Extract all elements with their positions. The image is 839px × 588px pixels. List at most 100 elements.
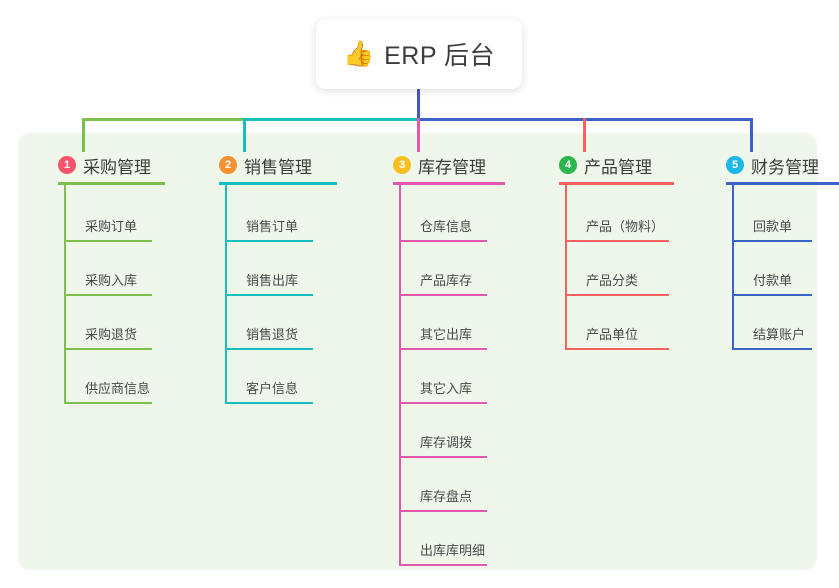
leaf-item[interactable]: 其它出库 — [399, 296, 487, 350]
branch-underline-1 — [58, 182, 165, 185]
leaf-item[interactable]: 采购入库 — [64, 242, 152, 296]
leaf-item-label: 库存盘点 — [420, 489, 473, 504]
leaf-item[interactable]: 产品单位 — [565, 296, 669, 350]
leaf-item[interactable]: 库存调拨 — [399, 404, 487, 458]
leaf-item[interactable]: 产品库存 — [399, 242, 487, 296]
branch-column-2: 2 销售管理销售订单销售出库销售退货客户信息 — [199, 145, 337, 404]
branch-badge-5: 5 — [726, 156, 744, 174]
branch-label-4: 产品管理 — [584, 157, 652, 177]
leaf-item[interactable]: 回款单 — [732, 188, 812, 242]
leaf-item-label: 产品单位 — [586, 327, 639, 342]
leaf-item-label: 销售订单 — [246, 219, 299, 234]
branch-spine-4 — [565, 185, 567, 350]
mindmap-panel — [18, 133, 817, 570]
leaf-item-label: 供应商信息 — [85, 381, 151, 396]
branch-header-5[interactable]: 5 财务管理 — [706, 145, 839, 185]
bus-line-segment-teal — [243, 118, 419, 121]
leaf-item[interactable]: 销售订单 — [225, 188, 313, 242]
root-node-title: ERP 后台 — [384, 42, 496, 70]
leaf-item[interactable]: 供应商信息 — [64, 350, 152, 404]
branch-label-3: 库存管理 — [418, 157, 486, 177]
leaf-item-underline — [399, 564, 487, 566]
leaf-item-label: 采购入库 — [85, 273, 138, 288]
leaf-item-underline — [399, 294, 487, 296]
leaf-item-label: 付款单 — [753, 273, 793, 288]
leaf-item-label: 产品库存 — [420, 273, 473, 288]
branch-spine-5 — [732, 185, 734, 350]
branch-badge-3: 3 — [393, 156, 411, 174]
leaf-item-underline — [565, 294, 669, 296]
branch-drop-5 — [750, 118, 753, 152]
leaf-item-underline — [64, 294, 152, 296]
leaf-item[interactable]: 结算账户 — [732, 296, 812, 350]
leaf-item-underline — [225, 240, 313, 242]
leaf-item-label: 销售出库 — [246, 273, 299, 288]
leaf-item-underline — [225, 402, 313, 404]
branch-spine-3 — [399, 185, 401, 566]
leaf-item-label: 采购退货 — [85, 327, 138, 342]
branch-column-4: 4 产品管理产品（物料） 产品分类产品单位 — [539, 145, 674, 350]
branch-label-5: 财务管理 — [751, 157, 819, 177]
branch-column-3: 3 库存管理仓库信息产品库存其它出库其它入库库存调拨库存盘点出库库明细 — [373, 145, 505, 566]
leaf-item-underline — [225, 348, 313, 350]
leaf-item-underline — [64, 348, 152, 350]
leaf-item-label: 库存调拨 — [420, 435, 473, 450]
branch-drop-3 — [417, 118, 420, 152]
leaf-item[interactable]: 仓库信息 — [399, 188, 487, 242]
branch-column-5: 5 财务管理回款单付款单结算账户 — [706, 145, 839, 350]
leaf-item-label: 客户信息 — [246, 381, 299, 396]
branch-header-1[interactable]: 1 采购管理 — [38, 145, 185, 185]
branch-underline-2 — [219, 182, 337, 185]
leaf-item-underline — [732, 240, 812, 242]
branch-label-1: 采购管理 — [83, 157, 151, 177]
leaf-item-underline — [732, 294, 812, 296]
branch-header-3[interactable]: 3 库存管理 — [373, 145, 525, 185]
root-stem-line — [417, 89, 420, 119]
leaf-item-underline — [64, 402, 152, 404]
branch-label-2: 销售管理 — [244, 157, 312, 177]
branch-header-4[interactable]: 4 产品管理 — [539, 145, 694, 185]
bus-line-segment-green — [82, 118, 245, 121]
leaf-item-label: 其它出库 — [420, 327, 473, 342]
leaf-item-underline — [225, 294, 313, 296]
leaf-item[interactable]: 产品（物料） — [565, 188, 669, 242]
leaf-item[interactable]: 销售退货 — [225, 296, 313, 350]
leaf-item-label: 其它入库 — [420, 381, 473, 396]
leaf-item[interactable]: 采购订单 — [64, 188, 152, 242]
leaf-item-label: 产品（物料） — [586, 219, 665, 234]
leaf-item[interactable]: 库存盘点 — [399, 458, 487, 512]
leaf-item[interactable]: 其它入库 — [399, 350, 487, 404]
branch-underline-4 — [559, 182, 674, 185]
leaf-item-underline — [399, 240, 487, 242]
branch-drop-1 — [82, 118, 85, 152]
thumbs-up-icon: 👍 — [342, 39, 375, 68]
leaf-item-underline — [399, 348, 487, 350]
branch-header-2[interactable]: 2 销售管理 — [199, 145, 357, 185]
leaf-item-underline — [399, 402, 487, 404]
branch-column-1: 1 采购管理采购订单采购入库采购退货供应商信息 — [38, 145, 165, 404]
branch-underline-3 — [393, 182, 505, 185]
leaf-item-underline — [565, 240, 669, 242]
leaf-item-label: 结算账户 — [753, 327, 806, 342]
leaf-item[interactable]: 销售出库 — [225, 242, 313, 296]
leaf-item-label: 销售退货 — [246, 327, 299, 342]
leaf-item-underline — [565, 348, 669, 350]
branch-badge-1: 1 — [58, 156, 76, 174]
branch-badge-4: 4 — [559, 156, 577, 174]
leaf-item[interactable]: 产品分类 — [565, 242, 669, 296]
leaf-item-label: 出库库明细 — [420, 543, 486, 558]
leaf-item-underline — [399, 456, 487, 458]
leaf-item-underline — [64, 240, 152, 242]
leaf-item-label: 仓库信息 — [420, 219, 473, 234]
branch-badge-2: 2 — [219, 156, 237, 174]
leaf-item-label: 产品分类 — [586, 273, 639, 288]
leaf-item[interactable]: 采购退货 — [64, 296, 152, 350]
leaf-item-label: 回款单 — [753, 219, 793, 234]
root-node-card[interactable]: 👍 ERP 后台 — [316, 19, 522, 89]
leaf-item[interactable]: 出库库明细 — [399, 512, 487, 566]
leaf-item[interactable]: 付款单 — [732, 242, 812, 296]
leaf-item[interactable]: 客户信息 — [225, 350, 313, 404]
branch-underline-5 — [726, 182, 839, 185]
leaf-item-underline — [732, 348, 812, 350]
leaf-item-underline — [399, 510, 487, 512]
